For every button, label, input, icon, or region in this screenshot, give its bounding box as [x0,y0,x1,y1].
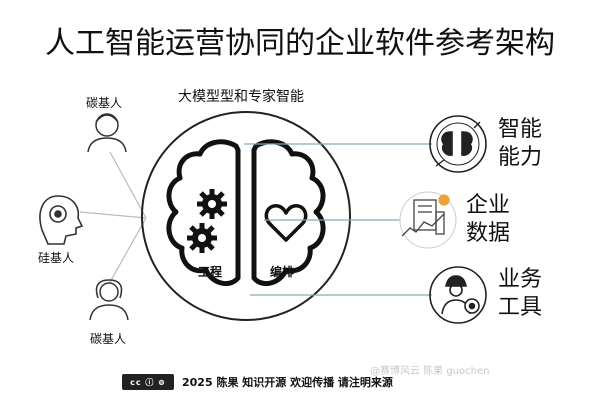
page-title: 人工智能运营协同的企业软件参考架构 [45,26,555,61]
cc-license-badge: cc ⓘ ⊜ [122,374,174,390]
center-circle [141,111,351,321]
man-icon [87,113,127,153]
brain-left-label: 工程 [198,265,223,279]
footer: cc ⓘ ⊜ 2025 陈果 知识开源 欢迎传播 请注明来源 [122,374,393,390]
robot-head-icon [39,195,84,245]
data-chart-icon [399,191,457,249]
person-label: 硅基人 [38,251,75,265]
person-label: 碳基人 [90,332,127,346]
connector-person-1 [109,151,147,219]
footer-text: 2025 陈果 知识开源 欢迎传播 请注明来源 [182,376,393,389]
people-connectors [79,151,147,283]
brain-right-hemisphere [251,139,326,287]
side-item-label: 企业 数据 [466,193,511,246]
worker-gear-icon [429,266,487,324]
brain-right-label: 编排 [270,265,295,279]
gear-icon [187,223,217,253]
connector-person-3 [109,217,147,283]
side-item-label: 智能 能力 [498,117,543,170]
center-label: 大模型型和专家智能 [178,89,304,105]
person-label: 碳基人 [86,96,123,110]
side-item-label: 业务 工具 [498,267,543,320]
brain-left-hemisphere [166,139,241,287]
right-connectors [244,143,432,296]
watermark: @赛博风云 陈果 guochen [370,366,490,377]
connector-person-2 [79,211,147,219]
gear-icon [197,189,227,219]
heart-icon [264,204,308,242]
brain-circuit-icon [429,115,487,173]
woman-icon [89,279,129,321]
